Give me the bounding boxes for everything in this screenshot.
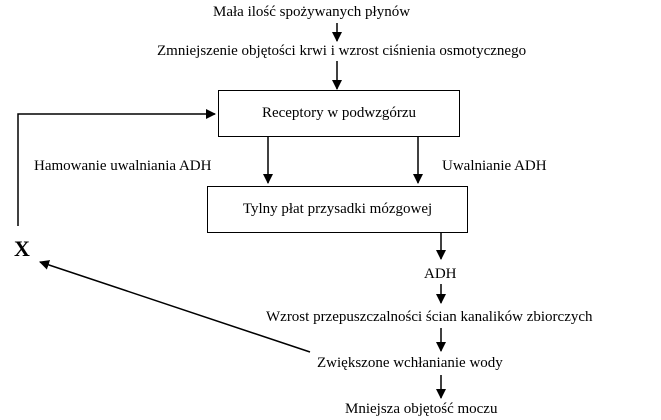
arrow-water-to-x [39, 260, 311, 353]
x-marker: X [14, 236, 30, 261]
node-water-absorption: Zwiększone wchłanianie wody [317, 355, 503, 371]
node-permeability: Wzrost przepuszczalności ścian kanalików… [266, 309, 593, 325]
node-adh: ADH [424, 266, 457, 282]
label-inhibit-adh: Hamowanie uwalniania ADH [34, 158, 212, 174]
node-urine-volume: Mniejsza objętość moczu [345, 401, 498, 417]
box-receptors-label: Receptory w podwzgórzu [261, 105, 417, 121]
box-posterior-pituitary: Tylny płat przysadki mózgowej [207, 186, 468, 233]
box-receptors: Receptory w podwzgórzu [218, 90, 460, 137]
node-few-fluids: Mała ilość spożywanych płynów [213, 4, 411, 20]
arrow-x-to-receptors [17, 109, 216, 226]
label-release-adh: Uwalnianie ADH [442, 158, 547, 174]
box-posterior-pituitary-label: Tylny płat przysadki mózgowej [242, 201, 433, 217]
node-blood-volume: Zmniejszenie objętości krwi i wzrost ciś… [157, 43, 527, 59]
